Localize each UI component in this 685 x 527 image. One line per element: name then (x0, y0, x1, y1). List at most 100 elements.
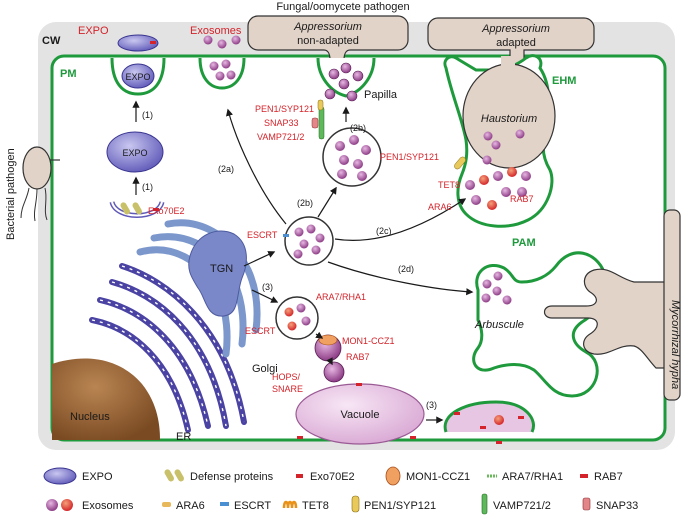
label-rab7-a: RAB7 (510, 194, 534, 204)
label-ehm: EHM (552, 75, 576, 87)
expo-vesicle (106, 131, 164, 173)
label-vacuole: Vacuole (341, 409, 380, 421)
arrow-3 (251, 289, 279, 303)
hypha-trunk (663, 209, 681, 401)
label-mon1: MON1-CCZ1 (342, 336, 395, 346)
legend-expo-icon (43, 467, 77, 485)
label-pen1-a: PEN1/SYP121 (255, 104, 314, 114)
label-haustorium: Haustorium (481, 113, 537, 125)
label-pen1-b: PEN1/SYP121 (380, 152, 439, 162)
legend-snap33-label: SNAP33 (596, 500, 638, 512)
label-tgn: TGN (210, 263, 233, 275)
arrow-2a (226, 108, 287, 225)
label-golgi: Golgi (252, 363, 278, 375)
title-fungal: Fungal/oomycete pathogen (276, 1, 409, 13)
mvb-lower-exosomes (284, 303, 311, 331)
label-expo-fusing: EXPO (125, 72, 150, 82)
label-step1b: (1) (142, 182, 153, 192)
legend-defense-label: Defense proteins (190, 471, 274, 483)
haustorium-exosomes (465, 129, 531, 210)
legend-vamp-label: VAMP721/2 (493, 500, 551, 512)
label-ara6: ARA6 (428, 202, 452, 212)
mvb-papilla-exosomes (335, 135, 371, 181)
legend-escrt-icon (220, 502, 229, 506)
mvb-central-exosomes (293, 224, 325, 259)
label-step2c: (2c) (376, 226, 392, 236)
legend-exo70e2-label: Exo70E2 (310, 471, 355, 483)
papilla-exosomes (324, 62, 364, 102)
expo-fusing (121, 63, 155, 89)
arrow-tgn-mvb (243, 251, 276, 267)
label-step3b: (3) (426, 400, 437, 410)
legend-rab7-icon (580, 474, 588, 478)
label-pm: PM (60, 68, 77, 80)
legend-expo-label: EXPO (82, 471, 113, 483)
expo-released (117, 34, 159, 52)
label-step1a: (1) (142, 110, 153, 120)
label-appressorium-ad: Appressorium (481, 23, 550, 35)
legend-escrt-label: ESCRT (234, 500, 271, 512)
legend-tet8-label: TET8 (302, 500, 329, 512)
legend-ara6-label: ARA6 (176, 500, 205, 512)
legend-pen1-label: PEN1/SYP121 (364, 500, 436, 512)
label-tet8: TET8 (438, 180, 460, 190)
legend-tet8-icon (282, 500, 298, 509)
label-pam: PAM (512, 237, 536, 249)
arrow-2c (334, 198, 467, 241)
legend-mon1-label: MON1-CCZ1 (406, 471, 470, 483)
legend: EXPO Defense proteins Exo70E2 MON1-CCZ1 … (43, 466, 623, 486)
legend-rab7-label: RAB7 (594, 471, 623, 483)
label-ara7: ARA7/RHA1 (316, 292, 366, 302)
late-endosome (323, 361, 345, 383)
legend-pen1-icon (351, 495, 360, 513)
vamp-marker (318, 106, 325, 140)
pen1-marker (454, 156, 466, 170)
label-bacterial: Bacterial pathogen (5, 148, 17, 240)
pen1-papilla-marker (317, 99, 324, 111)
legend-defense-icon (164, 469, 174, 482)
label-step2a: (2a) (218, 164, 234, 174)
label-step2b: (2b) (297, 198, 313, 208)
mvb-central (284, 216, 334, 266)
legend-vamp-icon (481, 493, 488, 515)
nucleus (52, 358, 160, 440)
mycorrhizal-hypha (543, 268, 664, 369)
label-escrt-a: ESCRT (247, 230, 278, 240)
label-appressorium-non: Appressorium (293, 21, 362, 33)
periarbuscular-membrane (472, 251, 609, 398)
label-hops1: HOPS/ (272, 372, 301, 382)
legend-exosomes-icon (46, 499, 58, 511)
legend-row-2: Exosomes ARA6 ESCRT TET8 PEN1/SYP121 VAM… (46, 493, 638, 515)
label-exosomes-top: Exosomes (190, 25, 242, 37)
arrow-2d (327, 261, 474, 296)
label-er: ER (176, 431, 191, 443)
label-mycorrhizal: Mycorrhizal hypha (669, 300, 681, 389)
label-exo70e2: Exo70E2 (148, 206, 185, 216)
legend-ara6-icon (162, 502, 171, 507)
arrow-2b (317, 186, 337, 218)
label-step3a: (3) (262, 282, 273, 292)
label-step2d: (2d) (398, 264, 414, 274)
label-arbuscule: Arbuscule (474, 319, 524, 331)
label-step2b-top: (2b) (350, 123, 366, 133)
arbuscule-exosomes (481, 271, 512, 305)
label-papilla: Papilla (364, 89, 398, 101)
snap33-marker (311, 117, 319, 129)
label-vamp: VAMP721/2 (257, 132, 304, 142)
label-rab7-b: RAB7 (346, 352, 370, 362)
label-expo-top: EXPO (78, 25, 109, 37)
label-non-adapted: non-adapted (297, 35, 359, 47)
legend-ara7-label: ARA7/RHA1 (502, 471, 563, 483)
label-cw: CW (42, 35, 61, 47)
bacterium (20, 146, 60, 222)
tgn (188, 230, 247, 317)
label-escrt-b: ESCRT (245, 326, 276, 336)
label-expo-vesicle: EXPO (122, 148, 147, 158)
legend-exosomes-label: Exosomes (82, 500, 134, 512)
exosomes-released (203, 35, 241, 81)
legend-exo70e2-icon (296, 474, 303, 478)
label-snap33: SNAP33 (264, 118, 299, 128)
vacuole-pm-fusion (443, 400, 535, 433)
